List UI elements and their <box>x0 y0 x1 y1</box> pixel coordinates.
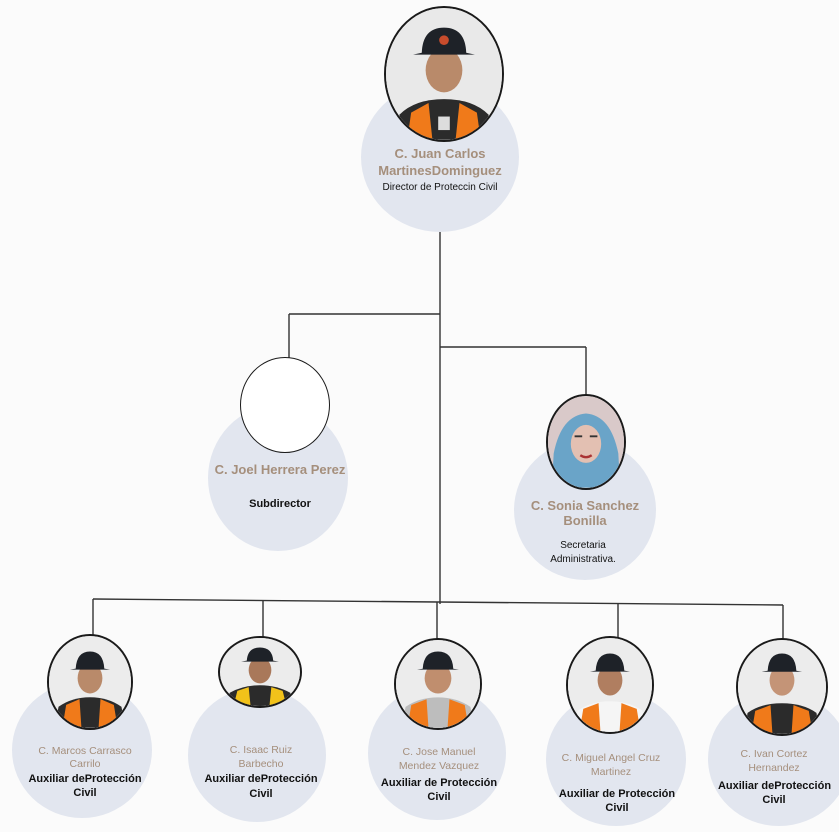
director-name-line-2: MartinesDominguez <box>378 163 502 178</box>
secretaria-photo <box>546 394 626 490</box>
auxiliar-name-line-2: Barbecho <box>238 758 284 770</box>
secretaria-node: C. Sonia Sanchez Bonilla Secretaria Admi… <box>510 392 660 592</box>
auxiliar-name-line-2: Carrilo <box>69 758 101 770</box>
auxiliar-name-line-1: C. Isaac Ruiz <box>229 744 293 756</box>
person-portrait-icon <box>396 640 480 728</box>
auxiliar-photo <box>736 638 828 736</box>
director-role: Director de Proteccin Civil <box>382 182 498 193</box>
auxiliar-photo <box>47 634 133 730</box>
secretaria-role-line-1: Secretaria <box>560 540 606 551</box>
auxiliar-role-line-1: Auxiliar deProtección <box>717 780 832 792</box>
auxiliar-bubble <box>188 688 326 822</box>
auxiliar-role-line-2: Civil <box>762 794 786 806</box>
auxiliar-name-line-1: C. Jose Manuel <box>402 746 476 758</box>
person-portrait-icon <box>49 636 131 728</box>
director-name-line-1: C. Juan Carlos <box>394 146 486 161</box>
auxiliar-name-line-1: C. Miguel Angel Cruz <box>561 752 661 764</box>
director-photo <box>384 6 504 142</box>
auxiliar-photo <box>566 636 654 734</box>
subdirector-role: Subdirector <box>249 498 311 510</box>
person-portrait-icon <box>386 8 502 140</box>
subdirector-name: C. Joel Herrera Perez <box>214 462 346 477</box>
auxiliares-bus-line <box>92 598 784 606</box>
auxiliar-node: C. Jose Manuel Mendez Vazquez Auxiliar d… <box>364 636 514 826</box>
auxiliar-name-line-2: Mendez Vazquez <box>398 760 480 772</box>
person-portrait-icon <box>738 640 826 734</box>
auxiliar-role-line-1: Auxiliar deProtección <box>204 773 318 785</box>
auxiliar-role-line-1: Auxiliar de Protección <box>558 788 676 800</box>
auxiliar-name-line-2: Hernandez <box>748 762 800 774</box>
auxiliar-name-line-1: C. Ivan Cortez <box>740 748 808 760</box>
auxiliar-role-line-2: Civil <box>605 802 629 814</box>
auxiliar-role-line-2: Civil <box>73 787 97 799</box>
auxiliar-name-line-1: C. Marcos Carrasco <box>38 745 132 757</box>
subdirector-photo-empty <box>240 357 330 453</box>
person-portrait-icon <box>548 396 624 488</box>
auxiliar-role-line-2: Civil <box>249 788 273 800</box>
auxiliar-node: C. Marcos Carrasco Carrilo Auxiliar dePr… <box>10 634 160 824</box>
auxiliar-node: C. Ivan Cortez Hernandez Auxiliar deProt… <box>704 636 839 830</box>
person-portrait-icon <box>220 638 300 706</box>
auxiliar-node: C. Miguel Angel Cruz Martinez Auxiliar d… <box>542 636 692 830</box>
auxiliar-photo <box>394 638 482 730</box>
auxiliar-name-line-2: Martinez <box>590 766 632 778</box>
auxiliar-node: C. Isaac Ruiz Barbecho Auxiliar deProtec… <box>186 636 336 826</box>
auxiliar-role-line-1: Auxiliar de Protección <box>380 777 498 789</box>
secretaria-role-line-2: Administrativa. <box>550 554 616 565</box>
auxiliar-role-line-2: Civil <box>427 791 451 803</box>
auxiliar-photo <box>218 636 302 708</box>
person-portrait-icon <box>568 638 652 732</box>
secretaria-name-line-2: Bonilla <box>563 513 607 528</box>
subdirector-node: C. Joel Herrera Perez Subdirector <box>205 355 355 555</box>
director-node: C. Juan Carlos MartinesDominguez Directo… <box>355 0 525 235</box>
secretaria-name-line-1: C. Sonia Sanchez <box>530 498 640 513</box>
auxiliar-role-line-1: Auxiliar deProtección <box>28 773 142 785</box>
